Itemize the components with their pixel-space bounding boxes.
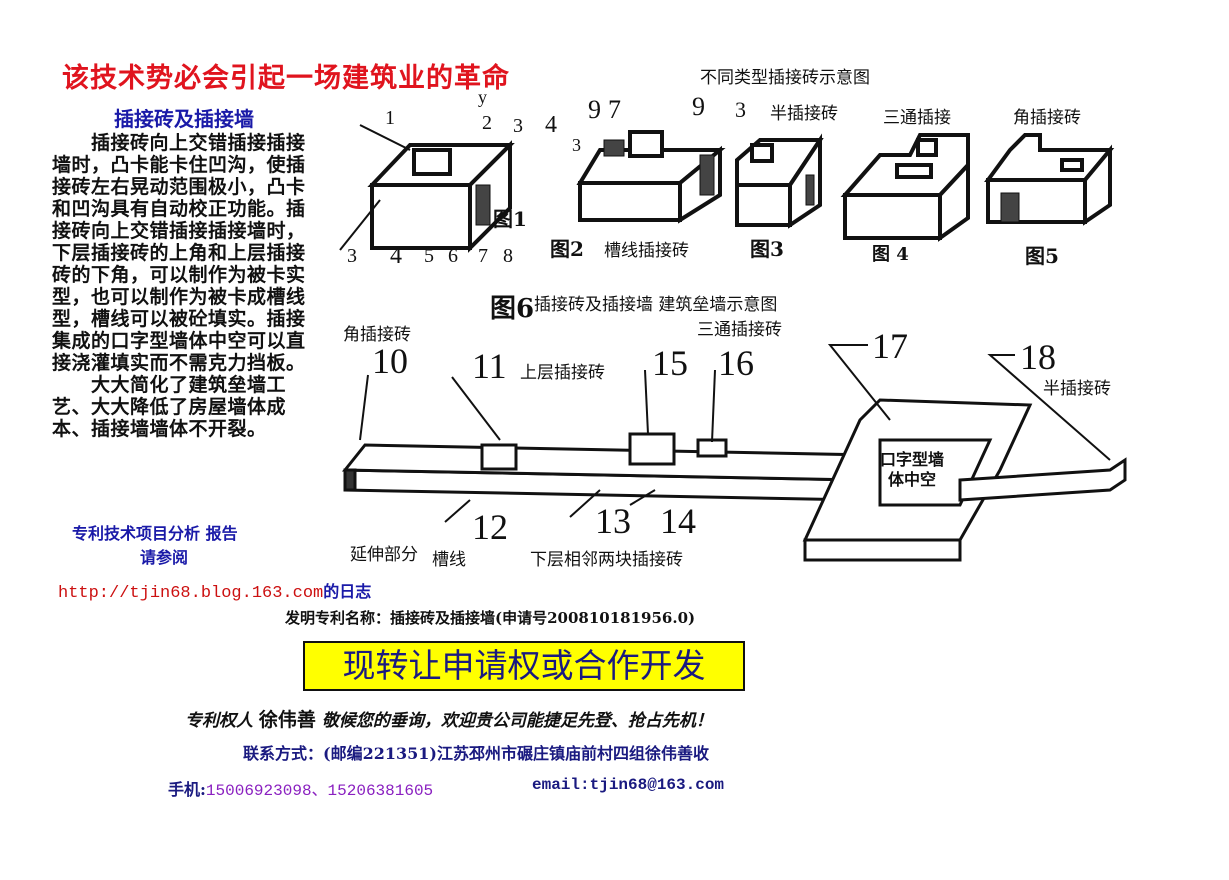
fig4-label: 图 4 [872, 244, 909, 265]
email-address[interactable]: email:tjin68@163.com [532, 776, 725, 794]
fig4-brick [840, 133, 970, 242]
callout-number: 1 [385, 107, 395, 129]
label-hollow: 口字型墙体中空 [879, 450, 944, 489]
owner-prefix: 专利权人 [185, 711, 253, 731]
label-groove: 槽线 [432, 550, 466, 570]
fig2-brick [576, 130, 726, 224]
blog-url[interactable]: http://tjin68.blog.163.com的日志 [58, 578, 371, 603]
callout-number: 4 [545, 112, 557, 138]
callout-number: 13 [595, 501, 631, 541]
callout-number: 7 [478, 245, 488, 267]
owner-line: 专利权人 徐伟善 敬候您的垂询，欢迎贵公司能捷足先登、抢占先机！ [185, 705, 713, 732]
blog-link[interactable]: http://tjin68.blog.163.com [58, 584, 324, 603]
subtitle: 插接砖及插接墙 [114, 107, 254, 131]
label-upper-brick: 上层插接砖 [520, 363, 605, 383]
callout-number: 12 [472, 507, 508, 547]
transfer-banner: 现转让申请权或合作开发 [303, 641, 745, 691]
callout-number: 11 [472, 346, 507, 386]
callout-number: 14 [660, 501, 696, 541]
owner-message: 敬候您的垂询，欢迎贵公司能捷足先登、抢占先机！ [321, 711, 713, 731]
callout-number: 18 [1020, 337, 1056, 377]
label-extension: 延伸部分 [350, 545, 418, 565]
callout-number: 3 [347, 245, 357, 267]
callout-number: 3 [735, 97, 746, 122]
callout-number: 3 [572, 135, 581, 155]
callout-number: 5 [424, 245, 434, 267]
paragraph: 大大简化了建筑垒墙工艺、大大降低了房屋墙体成本、插接墙墙体不开裂。 [52, 374, 287, 440]
blog-suffix: 的日志 [323, 582, 372, 601]
fig3-label: 图3 [750, 237, 784, 261]
fig2-label: 图2 [550, 237, 584, 261]
paragraph: 插接砖向上交错插接插接墙时，凸卡能卡住凹沟，使插接砖左右晃动范围极小，凸卡和凹沟… [52, 132, 306, 374]
callout-number: 7 [608, 95, 621, 124]
fig6-title: 插接砖及插接墙 建筑垒墙示意图 [534, 295, 778, 315]
fig6-label: 图6 [490, 294, 535, 324]
types-title: 不同类型插接砖示意图 [700, 68, 870, 88]
fig5-brick [984, 133, 1115, 226]
callout-number: y [478, 87, 487, 107]
callout-number: 4 [390, 243, 402, 269]
callout-number: 10 [372, 341, 408, 381]
label-half-brick: 半插接砖 [1043, 379, 1111, 399]
fig1-label: 图1 [493, 207, 527, 231]
callout-lines [339, 124, 1111, 523]
fig3-name: 半插接砖 [770, 104, 838, 124]
report-link[interactable]: 专利技术项目分析 报告 [72, 524, 238, 543]
fig4-name: 三通插接 [883, 108, 951, 128]
callout-number: 9 [588, 95, 601, 124]
callout-number: 2 [482, 112, 492, 134]
callout-number: 9 [692, 92, 705, 121]
owner-name: 徐伟善 [258, 709, 316, 731]
contact-address: 联系方式：(邮编221351)江苏邳州市碾庄镇庙前村四组徐伟善收 [243, 744, 709, 763]
label-lower-bricks: 下层相邻两块插接砖 [530, 550, 683, 570]
fig5-label: 图5 [1025, 244, 1059, 268]
callout-number: 16 [718, 343, 754, 383]
fig5-name: 角插接砖 [1013, 108, 1081, 128]
fig6-wall [341, 398, 1127, 562]
phone-line: 手机:15006923098、15206381605 [168, 776, 433, 800]
headline: 该技术势必会引起一场建筑业的革命 [62, 63, 510, 94]
label-corner-brick: 角插接砖 [343, 325, 411, 345]
label-tee-brick: 三通插接砖 [697, 320, 782, 340]
report-see: 请参阅 [140, 548, 189, 567]
callout-number: 6 [448, 245, 458, 267]
fig3-brick [735, 133, 824, 229]
fig1-brick [367, 140, 515, 253]
phone-numbers: 15006923098、15206381605 [205, 782, 434, 800]
description-text: 插接砖向上交错插接插接墙时，凸卡能卡住凹沟，使插接砖左右晃动范围极小，凸卡和凹沟… [52, 132, 324, 440]
phone-label: 手机: [168, 780, 206, 799]
callout-number: 8 [503, 245, 513, 267]
callout-number: 17 [872, 326, 908, 366]
patent-name: 发明专利名称：插接砖及插接墙(申请号200810181956.0) [285, 609, 696, 627]
callout-number: 3 [513, 115, 523, 137]
fig2-name: 槽线插接砖 [604, 241, 689, 261]
callout-number: 15 [652, 343, 688, 383]
